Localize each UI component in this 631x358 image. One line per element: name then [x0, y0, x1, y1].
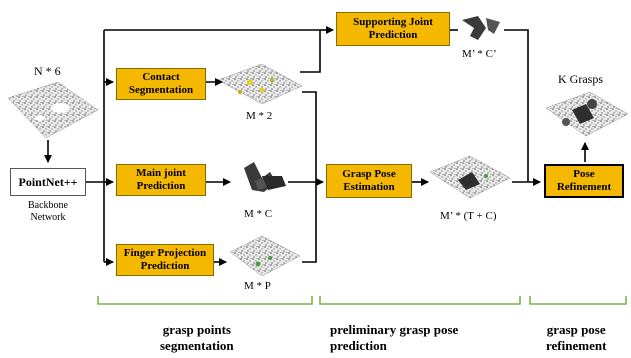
connectors [44, 26, 589, 266]
main-joint-box: Main joint Prediction [116, 164, 206, 196]
finger-dim-label: M * P [244, 280, 271, 292]
grasp-pose-estimation-box: Grasp Pose Estimation [326, 164, 412, 198]
supporting-joint-hand-render [462, 16, 500, 40]
backbone-box: PointNet++ [10, 168, 86, 196]
main-joint-hand-render [244, 162, 286, 192]
grasp-pose-point-cloud [429, 155, 511, 199]
stage-label-prediction: preliminary grasp pose prediction [330, 322, 459, 353]
output-grasps-cloud [545, 91, 629, 137]
finger-projection-box: Finger Projection Prediction [116, 244, 214, 276]
grasp-pose-dim-label: M’ * (T + C) [440, 210, 497, 222]
input-point-cloud [7, 81, 99, 139]
supporting-joint-box: Supporting Joint Prediction [336, 12, 450, 46]
supporting-dim-label: M’ * C’ [462, 48, 497, 60]
backbone-caption: Backbone Network [28, 200, 68, 223]
contact-dim-label: M * 2 [246, 110, 273, 122]
output-label: K Grasps [558, 72, 603, 86]
stage-brackets [97, 296, 627, 305]
main-joint-dim-label: M * C [244, 208, 273, 220]
finger-point-cloud [229, 235, 301, 277]
stage-label-refinement: grasp pose refinement [546, 322, 607, 353]
contact-point-cloud [217, 63, 303, 105]
contact-segmentation-box: Contact Segmentation [116, 68, 206, 100]
input-dim-label: N * 6 [34, 64, 61, 78]
pose-refinement-box: Pose Refinement [544, 164, 624, 198]
stage-label-segmentation: grasp points segmentation [160, 322, 234, 353]
